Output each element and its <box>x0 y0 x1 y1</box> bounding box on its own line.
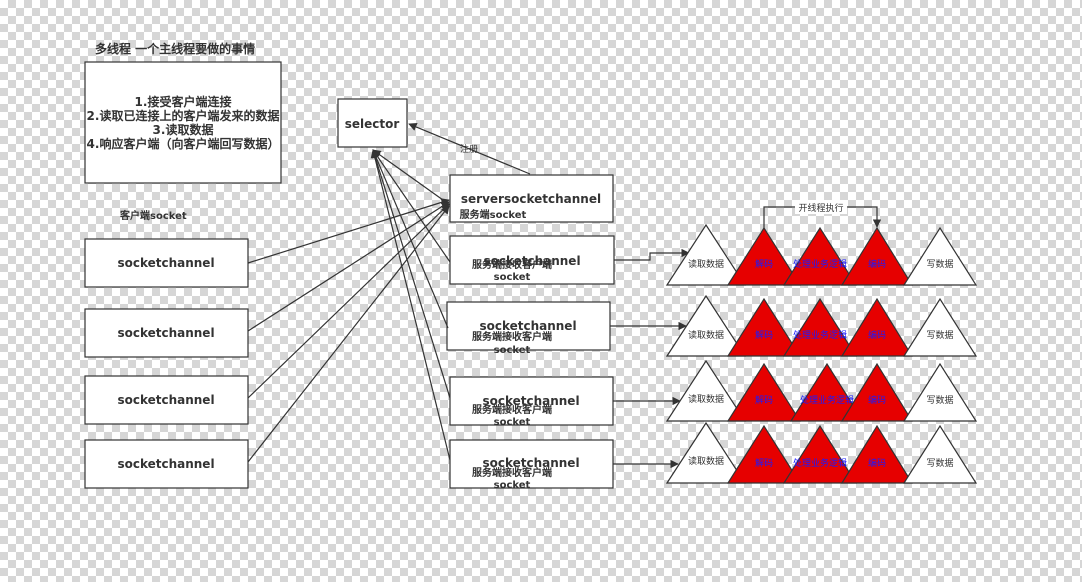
task-line-2: 2.读取已连接上的客户端发来的数据 <box>87 108 280 123</box>
server-channel-3 <box>449 376 614 426</box>
selector-box <box>337 98 408 148</box>
client-channel-4-label: socketchannel <box>117 457 214 471</box>
selector-label: selector <box>345 117 400 131</box>
client-connect-arrows <box>247 198 450 463</box>
process-triangle <box>782 226 858 286</box>
client-2-connect-arrow <box>247 201 450 332</box>
write-triangle <box>902 362 978 422</box>
decode-triangle <box>726 362 802 422</box>
server-channel-3-sub2: socket <box>494 417 531 428</box>
thread-label: 开线程执行 <box>798 202 843 214</box>
client-channel-2-label: socketchannel <box>117 326 214 340</box>
server-channel-1 <box>449 235 615 285</box>
encode-triangle <box>840 362 914 422</box>
write-triangle <box>902 297 978 357</box>
client-4-connect-arrow <box>247 205 450 463</box>
encode-label: 编码 <box>868 394 886 406</box>
decode-triangle <box>726 297 802 357</box>
process-triangle <box>782 297 858 357</box>
task-line-1: 1.接受客户端连接 <box>135 94 232 109</box>
channel-4-to-selector-arrow <box>370 149 451 461</box>
write-label: 写数据 <box>926 457 953 469</box>
client-channel-3 <box>84 375 249 425</box>
server-channel-2-sub2: socket <box>494 345 531 356</box>
pipeline-row-3: 读取数据 解码 处理业务逻辑 编码 写数据 <box>665 359 978 422</box>
encode-label: 编码 <box>868 258 886 270</box>
process-label: 处理业务逻辑 <box>793 457 847 469</box>
server-socket-channel-box <box>449 174 614 223</box>
channel-3-to-selector-arrow <box>371 149 451 399</box>
write-label: 写数据 <box>926 258 953 270</box>
server-channel-1-sub1: 服务端接收客户端 <box>472 258 552 271</box>
write-triangle <box>902 226 978 286</box>
server-channel-3-label: socketchannel <box>482 394 579 408</box>
client-channel-1-label: socketchannel <box>117 256 214 270</box>
decode-label: 解码 <box>755 329 773 341</box>
diagram-title: 多线程 一个主线程要做的事情 <box>95 41 255 56</box>
register-label: 注册 <box>460 143 478 155</box>
encode-label: 编码 <box>868 457 886 469</box>
thread-label-bg <box>795 200 847 214</box>
read-label: 读取数据 <box>688 329 724 341</box>
server-channel-3-sub1: 服务端接收客户端 <box>472 403 552 416</box>
client-channel-3-label: socketchannel <box>117 393 214 407</box>
client-1-connect-arrow <box>247 198 450 264</box>
write-triangle <box>902 424 978 484</box>
read-label: 读取数据 <box>688 393 724 405</box>
client-channel-2 <box>84 308 249 358</box>
channel-2-to-selector-arrow <box>372 149 449 329</box>
process-label: 处理业务逻辑 <box>793 258 847 270</box>
pipeline-arrows <box>610 248 690 469</box>
process-triangle <box>789 362 865 422</box>
register-arrow <box>408 123 531 175</box>
pipeline-row-1: 读取数据 解码 处理业务逻辑 编码 写数据 <box>665 223 978 286</box>
process-triangle <box>782 424 858 484</box>
main-thread-box <box>84 61 282 184</box>
read-triangle <box>665 294 747 357</box>
task-line-3: 3.读取数据 <box>153 122 214 137</box>
server-channel-4-label: socketchannel <box>482 456 579 470</box>
process-label: 处理业务逻辑 <box>793 329 847 341</box>
server-channel-1-label: socketchannel <box>483 254 580 268</box>
read-triangle <box>665 421 747 484</box>
server-channel-1-sub2: socket <box>494 272 531 283</box>
channel-1-pipeline-arrow <box>614 248 690 261</box>
write-label: 写数据 <box>926 394 953 406</box>
process-label: 处理业务逻辑 <box>800 394 854 406</box>
server-channel-2-sub1: 服务端接收客户端 <box>472 330 552 343</box>
encode-triangle <box>840 424 914 484</box>
decode-triangle <box>726 424 802 484</box>
server-channel-4-sub2: socket <box>494 480 531 491</box>
read-triangle <box>665 223 747 286</box>
write-label: 写数据 <box>926 329 953 341</box>
pipeline-row-4: 读取数据 解码 处理业务逻辑 编码 写数据 <box>665 421 978 484</box>
client-socket-label: 客户端socket <box>119 209 187 222</box>
client-channel-1 <box>84 238 249 288</box>
client-channel-4 <box>84 439 249 489</box>
server-channel-4-sub1: 服务端接收客户端 <box>472 466 552 479</box>
selector-register-arrows <box>370 149 451 461</box>
read-label: 读取数据 <box>688 455 724 467</box>
encode-label: 编码 <box>868 329 886 341</box>
decode-triangle <box>726 226 802 286</box>
server-socket-channel-label: serversocketchannel <box>461 192 601 206</box>
server-channel-4 <box>449 439 614 489</box>
pipeline-row-2: 读取数据 解码 处理业务逻辑 编码 写数据 <box>665 294 978 357</box>
server-channel-2 <box>446 301 611 351</box>
encode-triangle <box>840 297 914 357</box>
client-3-connect-arrow <box>247 203 450 399</box>
server-socket-label: 服务端socket <box>460 208 527 221</box>
task-line-4: 4.响应客户端（向客户端回写数据） <box>87 136 280 151</box>
encode-triangle <box>840 226 914 286</box>
decode-label: 解码 <box>755 457 773 469</box>
decode-label: 解码 <box>755 394 773 406</box>
read-label: 读取数据 <box>688 258 724 270</box>
read-triangle <box>665 359 747 422</box>
server-socket-to-selector-arrow <box>372 149 451 206</box>
channel-1-to-selector-arrow <box>372 149 451 263</box>
decode-label: 解码 <box>755 258 773 270</box>
server-channel-2-label: socketchannel <box>479 319 576 333</box>
